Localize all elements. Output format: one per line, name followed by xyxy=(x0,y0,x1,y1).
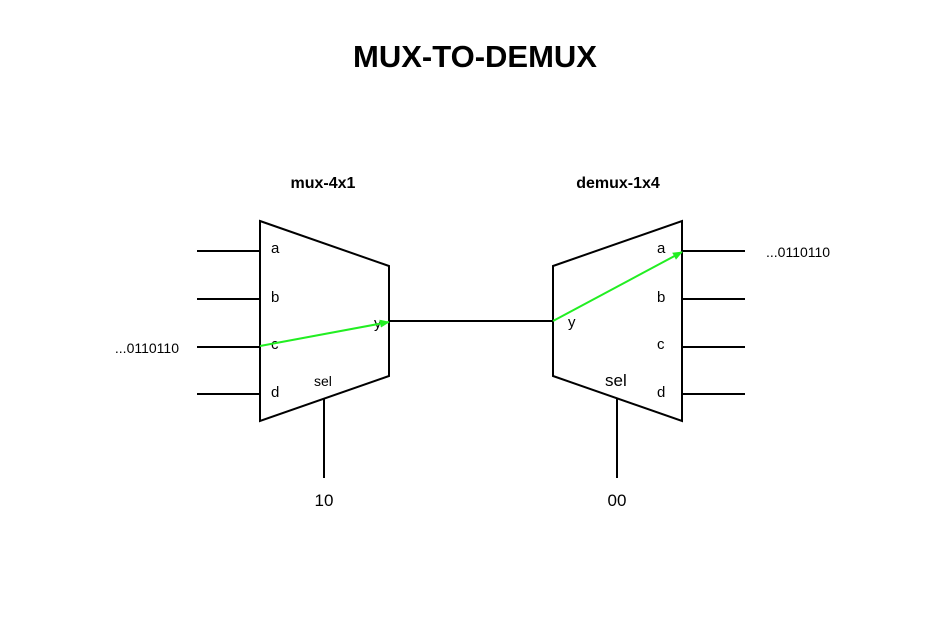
mux-input-label-d: d xyxy=(271,384,279,401)
demux-body xyxy=(552,219,683,423)
mux-sel-value: 10 xyxy=(315,491,334,510)
demux-active-path xyxy=(552,251,683,322)
mux-input-label-c: c xyxy=(271,336,279,353)
demux-sel-label: sel xyxy=(605,371,627,390)
demux-input-label: y xyxy=(568,314,576,331)
demux-output-stream: ...0110110 xyxy=(766,244,830,260)
demux-output-label-c: c xyxy=(657,336,665,353)
demux-output-label-b: b xyxy=(657,289,665,306)
mux-title: mux-4x1 xyxy=(291,175,356,192)
mux-input-stream: ...0110110 xyxy=(115,340,179,356)
mux-input-label-a: a xyxy=(271,240,280,257)
mux-body xyxy=(259,219,390,423)
demux-output-label-d: d xyxy=(657,384,665,401)
diagram-title: MUX-TO-DEMUX xyxy=(353,39,597,74)
demux-output-label-a: a xyxy=(657,240,666,257)
mux-active-path xyxy=(259,319,390,347)
mux-sel-label: sel xyxy=(314,373,332,389)
demux-sel-value: 00 xyxy=(608,491,627,510)
mux-input-label-b: b xyxy=(271,289,279,306)
demux-title: demux-1x4 xyxy=(576,175,660,192)
